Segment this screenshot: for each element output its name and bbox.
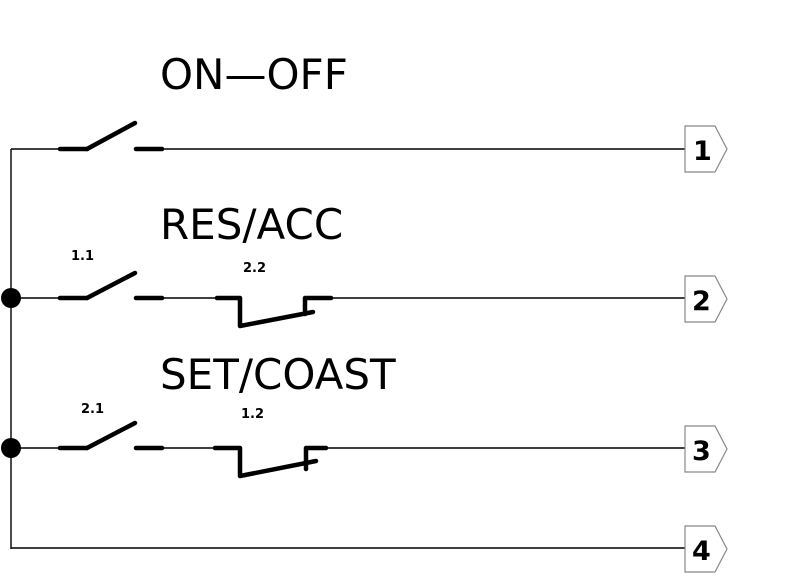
terminal-3: 3 xyxy=(684,425,728,473)
res-acc-switch-nc xyxy=(214,295,334,329)
terminal-1-number: 1 xyxy=(693,136,712,167)
contact-id-1-1: 1.1 xyxy=(71,249,94,264)
on-off-label: ON—OFF xyxy=(160,50,348,99)
row-on-off: ON—OFF 1 xyxy=(11,50,728,173)
set-coast-label: SET/COAST xyxy=(160,350,396,399)
res-acc-label: RES/ACC xyxy=(160,200,343,249)
contact-id-1-2: 1.2 xyxy=(241,407,264,422)
terminal-1: 1 xyxy=(684,125,728,173)
row-4: 4 xyxy=(11,525,728,573)
row-set-coast: SET/COAST 2.1 1.2 3 xyxy=(1,350,728,479)
res-acc-switch-no xyxy=(57,270,165,301)
terminal-2-number: 2 xyxy=(692,286,711,317)
contact-id-2-1: 2.1 xyxy=(81,402,104,417)
set-coast-switch-no xyxy=(57,420,165,451)
terminal-4: 4 xyxy=(684,525,728,573)
row-res-acc: RES/ACC 1.1 2.2 2 xyxy=(1,200,728,329)
set-coast-switch-nc xyxy=(212,445,329,479)
terminal-4-number: 4 xyxy=(692,536,711,567)
terminal-3-number: 3 xyxy=(692,436,711,467)
terminal-2: 2 xyxy=(684,275,728,323)
on-off-switch-no xyxy=(57,120,165,152)
contact-id-2-2: 2.2 xyxy=(243,261,266,276)
